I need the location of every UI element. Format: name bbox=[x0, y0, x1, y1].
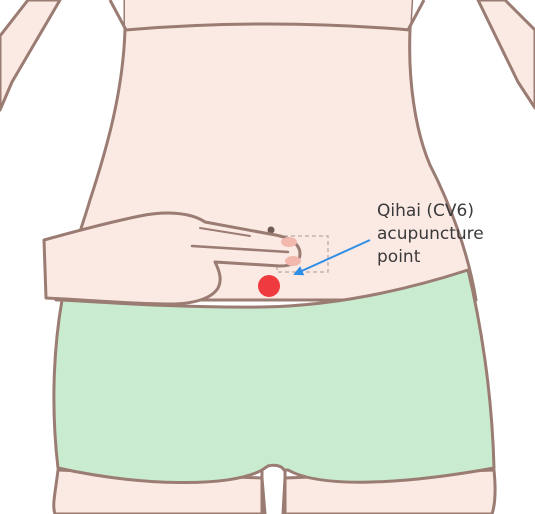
acupoint-marker-icon bbox=[258, 275, 280, 297]
left-arm bbox=[0, 0, 62, 112]
acupoint-annotation: Qihai (CV6) acupuncture point bbox=[377, 200, 527, 269]
bra-strap-right bbox=[406, 0, 426, 31]
bra-band bbox=[125, 0, 412, 30]
annotation-line-2: acupuncture bbox=[377, 224, 484, 244]
annotation-line-3: point bbox=[377, 247, 421, 267]
shorts-crotch bbox=[260, 470, 287, 514]
navel-dot bbox=[267, 226, 275, 234]
bra-strap-left bbox=[108, 0, 128, 31]
fingernail-lower bbox=[285, 256, 301, 266]
annotation-line-1: Qihai (CV6) bbox=[377, 201, 475, 221]
bra-band-bottom bbox=[124, 22, 411, 32]
fingernail-upper bbox=[281, 237, 297, 247]
shorts bbox=[52, 268, 496, 485]
pointer-arrow-icon bbox=[293, 239, 371, 276]
finger-crease bbox=[190, 244, 290, 254]
finger-crease-2 bbox=[199, 227, 251, 237]
right-arm bbox=[476, 0, 535, 110]
